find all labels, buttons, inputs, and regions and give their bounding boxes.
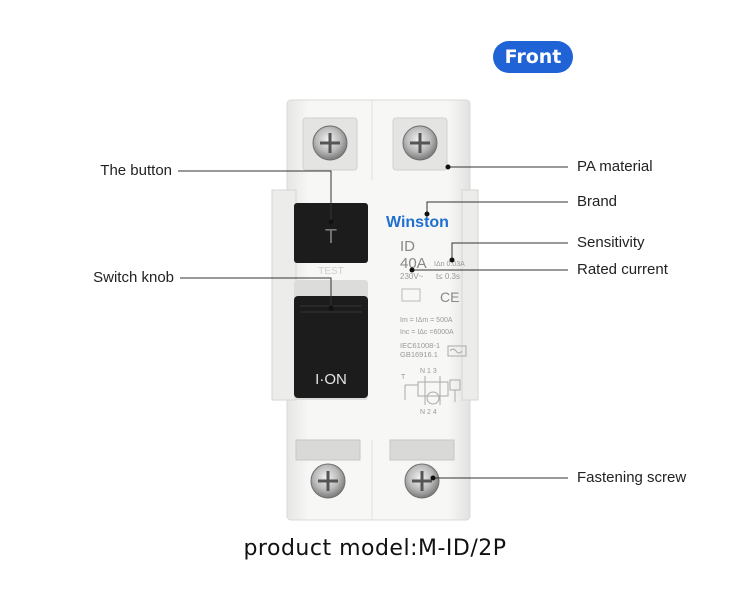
bottom-screw-right [404,463,440,499]
standard-1: IEC61008-1 [400,341,440,350]
bottom-screw-left [310,463,346,499]
current-text: 40A [400,255,427,272]
terminals-top: N 1 3 [420,368,437,375]
front-badge: Front [493,41,573,73]
callout-sensitivity: Sensitivity [577,234,645,251]
t-mark: T [401,374,406,381]
callout-brand: Brand [577,193,618,210]
callout-the-button: The button [100,162,172,179]
top-screw-right [392,117,448,171]
callout-fastening-screw: Fastening screw [577,469,687,486]
callout-lines [178,164,568,481]
standard-2: GB16916.1 [400,350,438,359]
model-text: ID [400,238,415,255]
test-label: TEST [318,266,344,277]
test-button-mark: T [325,226,337,248]
test-button[interactable] [294,203,368,263]
top-screw-left [302,117,358,171]
terminals-bottom: N 2 4 [420,409,437,416]
spec-line-1: Im = IΔm = 500A [400,317,453,324]
callout-switch-knob: Switch knob [93,269,174,286]
switch-on-label: I·ON [315,371,347,388]
voltage-text: 230V~ [400,272,424,281]
time-text: t≤ 0.3s [436,272,460,281]
ce-mark: CE [440,289,459,305]
spec-line-2: Inc = IΔc =6000A [400,329,454,336]
switch-knob[interactable] [294,296,368,398]
brand-logo: Winston [386,214,449,231]
circuit-diagram: N 1 3 T N 2 4 [401,368,461,416]
sensitivity-spec: IΔn 0.03A [434,261,465,268]
callout-pa-material: PA material [577,158,653,175]
product-model-caption: product model:M-ID/2P [243,536,507,561]
callout-rated-current: Rated current [577,261,668,278]
